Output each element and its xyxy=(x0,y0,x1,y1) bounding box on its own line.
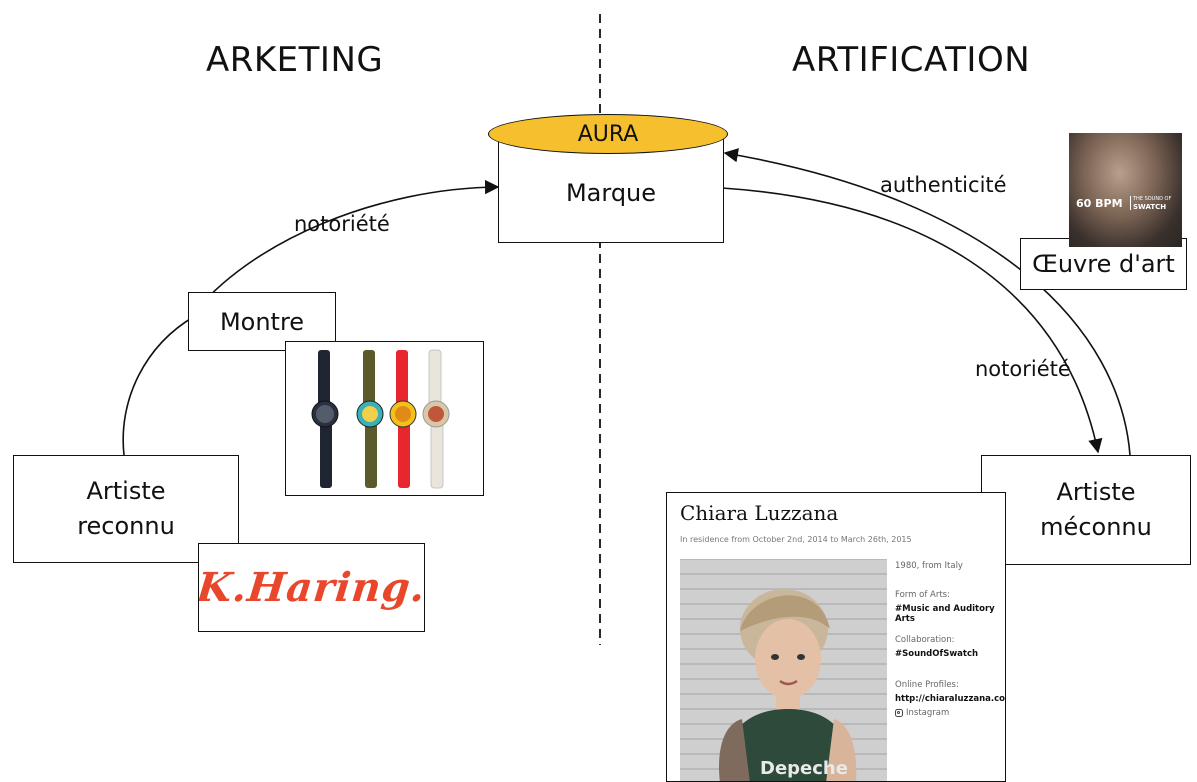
watches-illustration xyxy=(311,349,450,489)
artist-profile-card: Chiara Luzzana In residence from October… xyxy=(666,492,1006,782)
line-known-artist-to-watch xyxy=(122,315,196,456)
profile-birth: 1980, from Italy xyxy=(895,561,963,571)
profile-collab-value: #SoundOfSwatch xyxy=(895,649,979,659)
profile-name: Chiara Luzzana xyxy=(680,501,839,525)
profile-form-label: Form of Arts: xyxy=(895,590,950,600)
instagram-label: Instagram xyxy=(906,708,950,718)
known-artist-line2: reconnu xyxy=(77,512,175,540)
watch-red xyxy=(389,350,417,488)
profile-website-link[interactable]: http://chiaraluzzana.com xyxy=(895,694,1006,704)
profile-photo: Depeche xyxy=(680,559,887,781)
profile-online-label: Online Profiles: xyxy=(895,680,959,690)
portrait-illustration: Depeche xyxy=(719,589,857,781)
brand-label: Marque xyxy=(565,178,657,207)
aura-ellipse: AURA xyxy=(488,114,728,154)
watch-olive xyxy=(356,350,384,488)
watch-white xyxy=(422,349,450,489)
album-small2: SWATCH xyxy=(1133,203,1167,211)
artwork-label: Œuvre d'art xyxy=(1032,250,1175,278)
instagram-link[interactable]: Instagram xyxy=(895,708,949,718)
watch-label: Montre xyxy=(219,307,305,336)
arrow-brand-to-unknown-artist xyxy=(721,187,1103,454)
shirt-text: Depeche xyxy=(760,758,848,779)
edge-label-notoriety-right: notoriété xyxy=(975,357,1071,381)
haring-logo: K.Haring. xyxy=(198,564,425,611)
unknown-artist-box: Artiste méconnu xyxy=(981,455,1191,565)
known-artist-line1: Artiste xyxy=(86,477,166,505)
watches-photo xyxy=(285,341,484,496)
profile-form-value: #Music and Auditory Arts xyxy=(895,604,995,624)
edge-label-notoriety-left: notoriété xyxy=(294,212,390,236)
album-cover: 60 BPM THE SOUND OF SWATCH xyxy=(1069,133,1182,247)
heading-marketing: ARKETING xyxy=(206,40,384,80)
haring-logo-card: K.Haring. xyxy=(198,543,425,632)
unknown-artist-line2: méconnu xyxy=(1040,513,1152,541)
album-small1: THE SOUND OF xyxy=(1133,196,1172,202)
watch-box: Montre xyxy=(188,292,336,351)
aura-label: AURA xyxy=(577,121,639,147)
watch-black xyxy=(311,350,339,488)
heading-artification: ARTIFICATION xyxy=(792,40,1031,80)
instagram-icon xyxy=(895,709,903,717)
unknown-artist-line1: Artiste xyxy=(1056,478,1136,506)
album-bpm: 60 BPM xyxy=(1076,197,1123,210)
album-divider xyxy=(1130,196,1131,210)
arrow-watch-to-brand xyxy=(189,179,500,319)
profile-residence: In residence from October 2nd, 2014 to M… xyxy=(680,535,912,544)
known-artist-box: Artiste reconnu xyxy=(13,455,239,563)
edge-label-authenticity: authenticité xyxy=(880,173,1007,197)
profile-collab-label: Collaboration: xyxy=(895,635,955,645)
